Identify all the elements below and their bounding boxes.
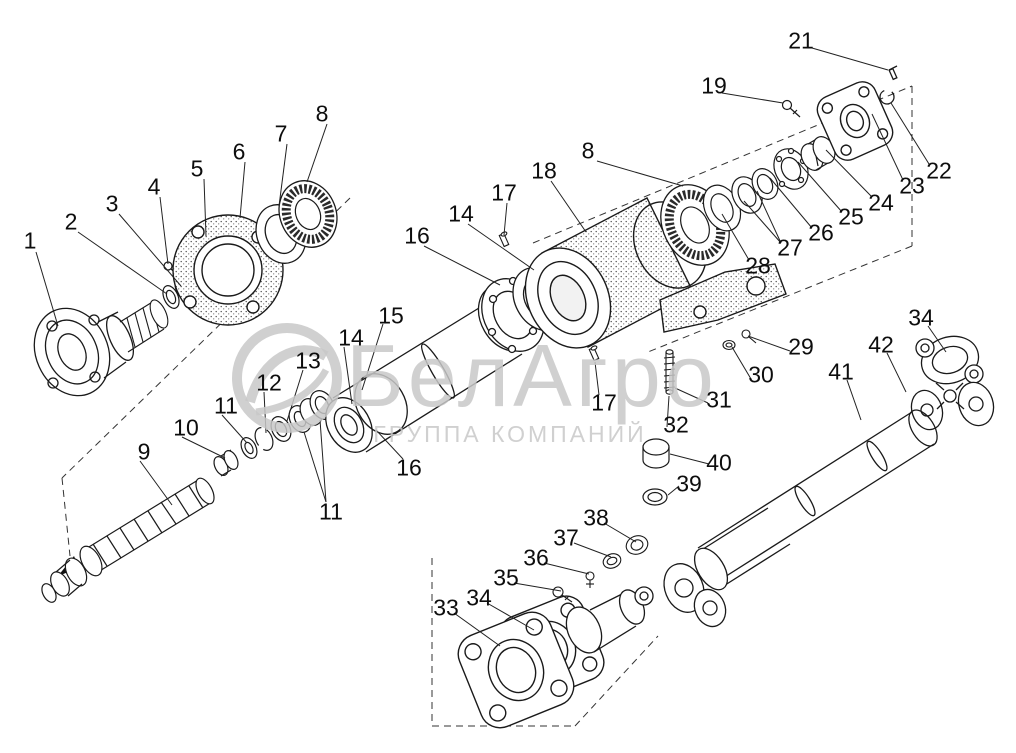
part-number-label: 9 [137,438,151,465]
watermark: БелАгро ГРУППА КОМПАНИЙ [232,323,718,447]
splined-input-shaft [119,299,169,353]
pto-splined-shaft [41,477,215,603]
part-number-label: 3 [105,190,119,217]
part-number-label: 7 [274,120,288,147]
part-number-label: 39 [676,470,702,497]
part-number-label: 10 [173,414,199,441]
part-number-label: 6 [232,138,246,165]
watermark-brand: БелАгро [346,326,718,425]
part-number-label: 29 [788,333,814,360]
part-number-label: 26 [808,219,834,246]
part-number-label: 24 [868,189,894,216]
threaded-stud [663,349,676,395]
part-number-label: 15 [378,302,404,329]
part-number-label: 25 [838,203,864,230]
part-number-label: 2 [64,208,78,235]
part-number-label: 21 [788,27,814,54]
part-number-label: 14 [338,324,364,351]
part-number-label: 11 [214,392,238,419]
part-number-label: 4 [147,173,161,200]
part-number-label: 32 [663,411,689,438]
part-number-label: 28 [745,252,771,279]
mounting-bracket [659,263,787,333]
flange-yoke-assembly [33,307,135,397]
part-number-label: 13 [295,347,321,374]
part-number-label: 19 [701,72,727,99]
part-number-label: 30 [748,361,774,388]
part-number-label: 18 [531,157,557,184]
part-number-label: 34 [466,584,492,611]
part-number-label: 36 [523,544,549,571]
cast-housing [524,197,708,349]
part-number-label: 16 [404,222,430,249]
sealing-ring-small [642,488,668,506]
part-number-label: 1 [23,227,37,254]
watermark-logo-icon [232,323,342,433]
bolt-and-washer-small [722,329,757,351]
part-number-label: 14 [448,200,474,227]
part-number-label: 34 [908,304,934,331]
part-number-label: 22 [926,157,952,184]
part-number-label: 31 [706,386,732,413]
snap-ring-and-screw [879,65,898,105]
part-number-label: 5 [190,155,204,182]
part-number-label: 27 [777,234,803,261]
end-flange-plate [816,81,894,161]
bottom-hardware [552,535,649,603]
part-number-label: 17 [491,179,517,206]
part-number-label: 11 [319,498,343,525]
part-number-label: 33 [433,594,459,621]
part-number-label: 12 [256,369,282,396]
flange-bolt [781,99,801,118]
part-number-label: 37 [553,524,579,551]
yoke-housing-bottom [565,586,654,654]
bearing-race-stack [702,168,779,232]
part-number-label: 17 [591,389,617,416]
part-number-label: 8 [315,100,329,127]
part-number-label: 40 [706,449,732,476]
part-number-label: 42 [868,331,894,358]
part-number-label: 38 [583,504,609,531]
watermark-tagline: ГРУППА КОМПАНИЙ [373,420,646,447]
part-number-label: 35 [493,564,519,591]
part-number-label: 23 [899,172,925,199]
part-number-label: 41 [828,358,854,385]
bearing-housing-plate [172,214,284,326]
cotter-pin-bottom [588,345,600,362]
cap-plug [642,438,670,469]
part-number-label: 16 [396,454,422,481]
cardan-shaft [663,335,995,628]
cotter-pin-top [498,231,510,248]
part-number-label: 8 [581,137,595,164]
leader-lines [35,47,947,647]
splined-hub [800,136,836,171]
front-flange-plate [457,611,575,729]
knurled-bearing-ring [278,180,338,248]
